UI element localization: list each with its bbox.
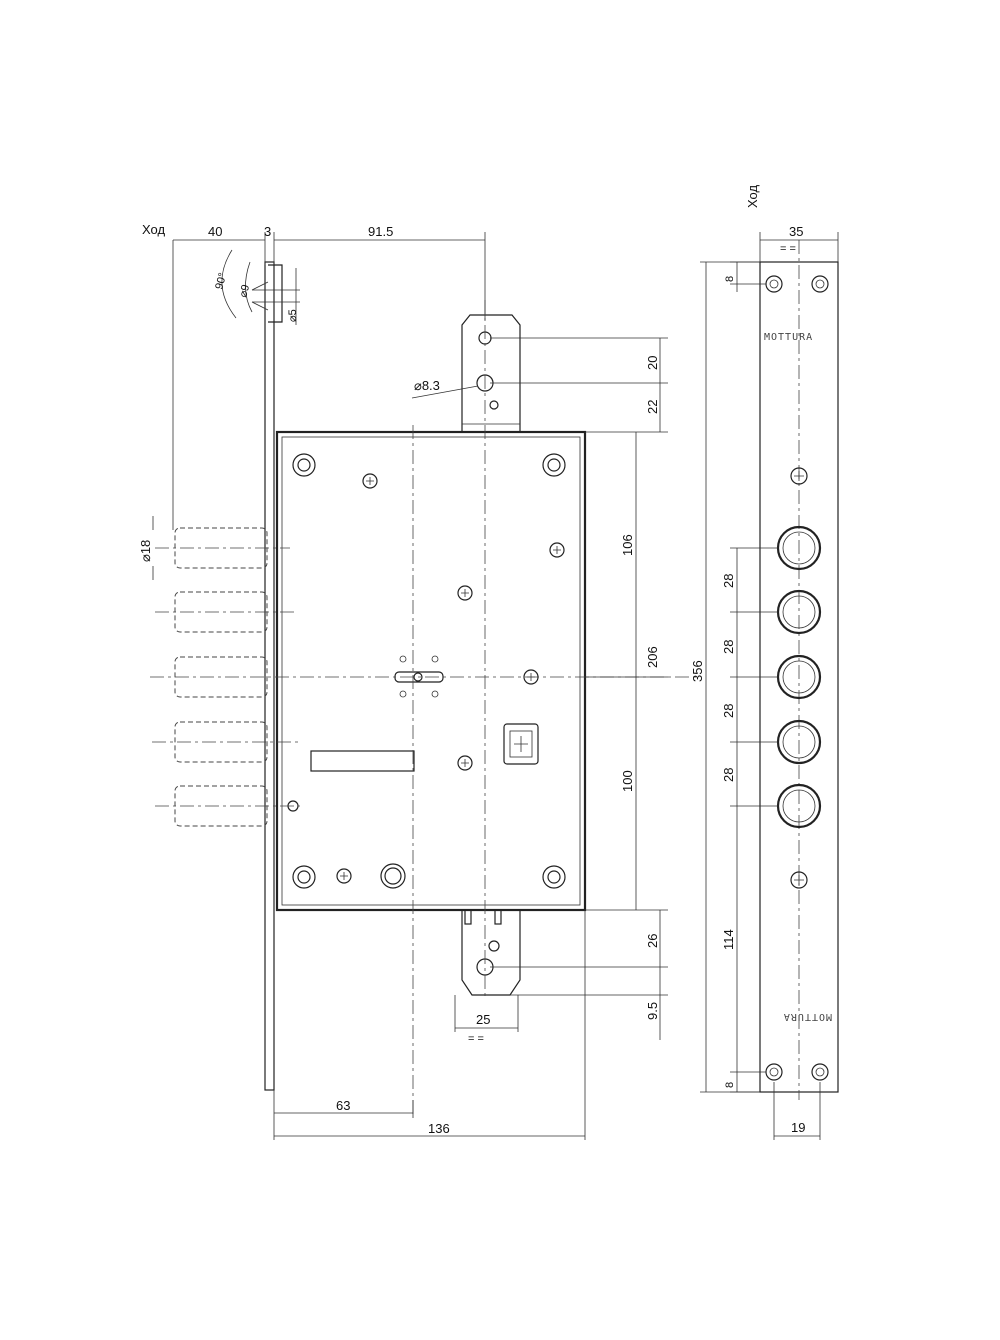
dim-28-d: 28	[721, 768, 736, 782]
dim-8-bottom: 8	[724, 1082, 736, 1088]
dia-9: ⌀9	[237, 283, 252, 298]
top-lug	[461, 314, 521, 432]
dim-106: 106	[620, 534, 635, 556]
faceplate-screw-top	[790, 467, 808, 485]
brand-bottom: MOTTURA	[783, 1011, 832, 1022]
stroke-label-right: Ход	[745, 185, 760, 208]
lock-case-inner	[281, 436, 581, 906]
middle-dimensions: Ход 20 22 106 206 100 26 9.5 356	[490, 185, 770, 1093]
bottom-lug-hole-small	[488, 940, 500, 952]
dia-8-3: ⌀8.3	[414, 378, 440, 393]
key-follower	[394, 655, 444, 698]
faceplate-mount-holes	[765, 275, 829, 1081]
right-dimensions: 35 = = 8 28 28 28 28 114 8 19	[721, 224, 839, 1140]
dim-20: 20	[645, 356, 660, 370]
case-screws	[336, 473, 565, 884]
left-dimensions: Ход 40 3 91.5 90° ⌀9 ⌀5 ⌀8.3 ⌀18 63 136 …	[138, 222, 586, 1140]
dim-40: 40	[208, 224, 222, 239]
dim-22: 22	[645, 400, 660, 414]
dim-28-c: 28	[721, 704, 736, 718]
dim-136: 136	[428, 1121, 450, 1136]
eq-marks-bottom: = =	[468, 1033, 484, 1045]
dim-114: 114	[721, 929, 736, 950]
dia-5: ⌀5	[287, 309, 299, 322]
faceplate-screw-bottom	[790, 871, 808, 889]
dia-18: ⌀18	[138, 540, 153, 562]
dim-19: 19	[791, 1120, 805, 1135]
dim-63: 63	[336, 1098, 350, 1113]
brand-top: MOTTURA	[764, 332, 813, 343]
corner-bosses	[292, 453, 566, 889]
front-plate	[264, 261, 275, 1091]
dim-28-a: 28	[721, 574, 736, 588]
angle-90: 90°	[213, 272, 229, 291]
dim-206: 206	[645, 646, 660, 668]
lock-case	[275, 430, 587, 912]
eq-marks-top: = =	[780, 243, 796, 255]
dim-8-top: 8	[724, 276, 736, 282]
case-slot	[310, 750, 415, 772]
dim-3: 3	[264, 224, 271, 239]
cylinder-module	[503, 723, 539, 765]
faceplate: MOTTURA MOTTURA	[759, 240, 839, 1100]
dim-100: 100	[620, 770, 635, 792]
lock-body	[150, 249, 700, 1115]
dim-26: 26	[645, 934, 660, 948]
stroke-label-left: Ход	[142, 222, 165, 237]
dim-25: 25	[476, 1012, 490, 1027]
latch-detail	[221, 249, 300, 325]
dim-91-5: 91.5	[368, 224, 393, 239]
bottom-lug	[461, 910, 521, 996]
dim-9-5: 9.5	[645, 1002, 660, 1020]
dim-35: 35	[789, 224, 803, 239]
dim-356: 356	[690, 660, 705, 682]
dim-28-b: 28	[721, 640, 736, 654]
